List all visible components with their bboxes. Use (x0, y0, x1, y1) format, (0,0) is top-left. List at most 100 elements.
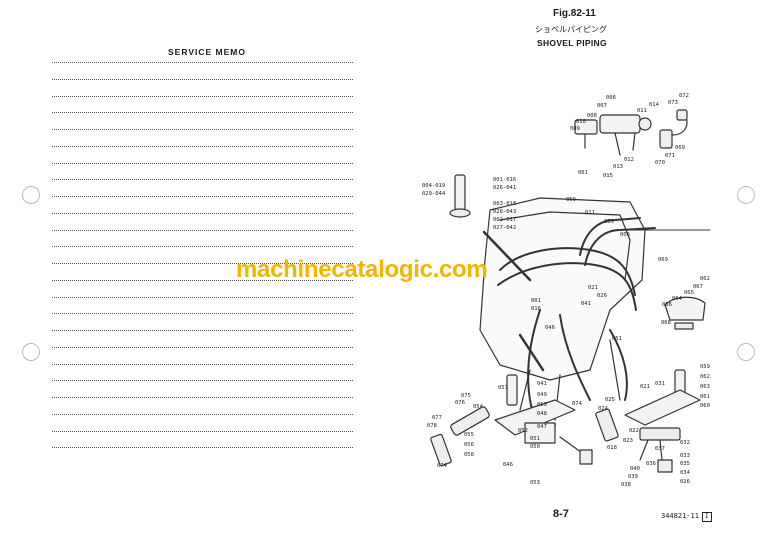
callout-label: 052 (518, 428, 528, 434)
callout-label: 065 (684, 290, 694, 296)
callout-label: 073 (668, 100, 678, 106)
binder-hole-right-top (737, 186, 755, 204)
memo-line (52, 246, 353, 248)
callout-label: 034 (680, 470, 690, 476)
memo-line (52, 196, 353, 197)
memo-ruled-lines (52, 62, 353, 464)
callout-label: 062 (700, 374, 710, 380)
callout-label: 025 (605, 397, 615, 403)
callout-label: 041 (537, 381, 547, 387)
callout-label: 040 (630, 466, 640, 472)
callout-label: 068 (661, 320, 671, 326)
binder-hole-left-top (22, 186, 40, 204)
figure-number: Fig.82-11 (553, 8, 596, 19)
memo-line (52, 397, 353, 398)
callout-label: 053 (530, 480, 540, 486)
callout-label: 035 (680, 461, 690, 467)
callout-label: 010 (576, 119, 586, 125)
callout-label: 063 (700, 384, 710, 390)
binder-hole-left-bottom (22, 343, 40, 361)
callout-label: 038 (621, 482, 631, 488)
callout-label: 009 (570, 126, 580, 132)
callout-label: 015 (603, 173, 613, 179)
callout-label: 059 (700, 364, 710, 370)
callout-label: 002-017 (493, 217, 517, 223)
service-memo-title: SERVICE MEMO (168, 47, 246, 57)
callout-label: 058 (464, 452, 474, 458)
callout-label: 022 (629, 428, 639, 434)
callout-label: 037 (655, 446, 665, 452)
callout-label: 072 (679, 93, 689, 99)
callout-label: 027-042 (493, 225, 517, 231)
callout-label: 001-016 (493, 177, 517, 183)
callout-label: 078 (427, 423, 437, 429)
memo-line (52, 263, 353, 264)
callout-label: 011 (637, 108, 647, 114)
memo-line (52, 162, 353, 164)
callout-label: 012 (624, 157, 634, 163)
shovel-piping-diagram (430, 109, 711, 473)
memo-line (52, 112, 353, 114)
callout-label: 074 (437, 463, 447, 469)
memo-line (52, 363, 353, 365)
callout-label: 028-043 (493, 209, 517, 215)
callout-label: 054 (473, 404, 483, 410)
page-number: 8-7 (553, 508, 569, 520)
memo-line (52, 413, 353, 415)
memo-line (52, 346, 353, 348)
memo-line (52, 179, 353, 181)
callout-label: 033 (680, 453, 690, 459)
callout-label: 055 (464, 432, 474, 438)
callout-label: 001 (531, 298, 541, 304)
callout-label: 021 (588, 285, 598, 291)
memo-line (52, 212, 353, 214)
memo-line (52, 95, 353, 97)
binder-hole-right-bottom (737, 343, 755, 361)
callout-label: 018 (607, 445, 617, 451)
callout-label: 046 (503, 462, 513, 468)
callout-label: 011 (585, 210, 595, 216)
callout-label: 056 (464, 442, 474, 448)
callout-label: 016 (531, 306, 541, 312)
callout-label: 008 (587, 113, 597, 119)
callout-label: 026-041 (493, 185, 517, 191)
callout-label: 014 (649, 102, 659, 108)
callout-label: 001 (578, 170, 588, 176)
callout-label: 057 (498, 385, 508, 391)
callout-label: 050 (537, 402, 547, 408)
callout-label: 062 (700, 276, 710, 282)
callout-label: 074 (572, 401, 582, 407)
callout-label: 051 (612, 336, 622, 342)
callout-label: 032 (680, 440, 690, 446)
callout-label: 031 (655, 381, 665, 387)
callout-label: 004-019 (422, 183, 446, 189)
callout-label: 029-044 (422, 191, 446, 197)
memo-line (52, 129, 353, 130)
callout-label: 071 (665, 153, 675, 159)
document-code-number: 344821-11 (661, 512, 699, 520)
callout-label: 050 (530, 444, 540, 450)
callout-label: 023 (623, 438, 633, 444)
memo-line (52, 296, 353, 298)
callout-label: 060 (700, 403, 710, 409)
memo-line (52, 313, 353, 315)
callout-label: 067 (693, 284, 703, 290)
memo-line (52, 279, 353, 281)
callout-label: 039 (628, 474, 638, 480)
memo-line (52, 430, 353, 432)
callout-label: 006 (620, 232, 630, 238)
memo-line (52, 62, 353, 63)
document-code-box: I (701, 512, 712, 522)
callout-label: 013 (613, 164, 623, 170)
callout-label: 066 (662, 302, 672, 308)
callout-label: 046 (545, 325, 555, 331)
callout-label: 048 (537, 411, 547, 417)
callout-label: 076 (455, 400, 465, 406)
memo-line (52, 330, 353, 331)
callout-label: 026 (680, 479, 690, 485)
callout-label: 075 (461, 393, 471, 399)
callout-label: 059 (604, 219, 614, 225)
callout-label: 026 (597, 293, 607, 299)
callout-label: 006 (606, 95, 616, 101)
